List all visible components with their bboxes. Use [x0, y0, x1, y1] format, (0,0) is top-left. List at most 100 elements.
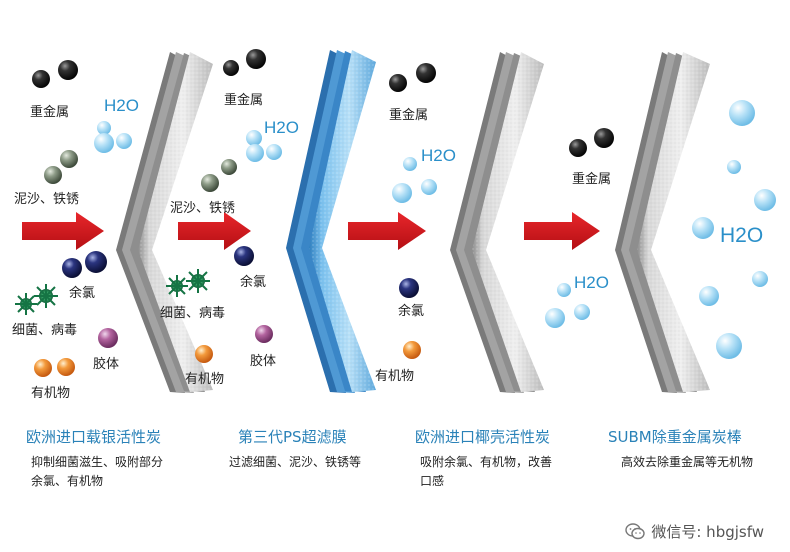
- label-colloid: 胶体: [93, 357, 120, 372]
- bacteria-icon: [166, 275, 188, 297]
- sand-rust-particle: [201, 174, 219, 192]
- label-heavy-metal: 重金属: [572, 172, 612, 187]
- flow-arrow: [178, 212, 251, 250]
- label-sand-rust: 泥沙、铁锈: [170, 201, 236, 216]
- water-droplet: [421, 179, 437, 195]
- water-droplet: [403, 157, 417, 171]
- sand-rust-particle: [44, 166, 62, 184]
- label-h2o: H2O: [264, 118, 299, 137]
- heavy-metal-particle: [389, 74, 407, 92]
- water-droplet: [729, 100, 755, 126]
- label-heavy-metal: 重金属: [389, 108, 429, 123]
- stage-title: SUBM除重金属炭棒: [608, 428, 742, 446]
- filter-texture: [637, 52, 710, 392]
- bacteria-icon: [34, 284, 58, 308]
- stage-description-line: 吸附余氯、有机物，改善: [420, 455, 553, 469]
- label-chlorine: 余氯: [240, 275, 267, 290]
- wechat-icon: [625, 523, 646, 540]
- label-bacteria: 细菌、病毒: [12, 323, 78, 338]
- water-droplet: [94, 133, 114, 153]
- sand-rust-particle: [60, 150, 78, 168]
- label-colloid: 胶体: [250, 354, 277, 369]
- sand-rust-particle: [221, 159, 237, 175]
- water-droplet: [116, 133, 132, 149]
- label-chlorine: 余氯: [398, 304, 425, 319]
- colloid-particle: [98, 328, 118, 348]
- organic-particle: [195, 345, 213, 363]
- filter-layer: [122, 52, 194, 393]
- chlorine-particle: [399, 278, 419, 298]
- label-organic: 有机物: [31, 386, 71, 401]
- label-h2o: H2O: [104, 96, 139, 115]
- heavy-metal-particle: [416, 63, 436, 83]
- filter-layer: [293, 50, 355, 393]
- water-droplet: [574, 304, 590, 320]
- water-droplet: [246, 144, 264, 162]
- stage-title: 第三代PS超滤膜: [238, 428, 347, 446]
- label-sand-rust: 泥沙、铁锈: [14, 192, 80, 207]
- heavy-metal-particle: [58, 60, 78, 80]
- water-droplet: [716, 333, 742, 359]
- water-droplet: [699, 286, 719, 306]
- organic-particle: [403, 341, 421, 359]
- wechat-id-text: 微信号: hbgjsfw: [651, 523, 764, 541]
- heavy-metal-particle: [569, 139, 587, 157]
- chlorine-particle: [85, 251, 107, 273]
- stage-title: 欧洲进口载银活性炭: [26, 428, 162, 446]
- filter-layer: [621, 52, 686, 393]
- filter-texture: [309, 50, 376, 392]
- heavy-metal-particle: [32, 70, 50, 88]
- stage-description-line: 抑制细菌滋生、吸附部分: [31, 455, 164, 469]
- water-droplet: [545, 308, 565, 328]
- filter-subm-rod: [615, 52, 710, 393]
- water-droplet: [266, 144, 282, 160]
- wechat-watermark: 微信号: hbgjsfw: [625, 521, 764, 542]
- label-h2o: H2O: [574, 273, 609, 292]
- flow-arrow: [524, 212, 600, 250]
- filter-layer: [456, 52, 524, 393]
- label-chlorine: 余氯: [69, 286, 96, 301]
- water-droplet: [557, 283, 571, 297]
- stage-description-line: 余氯、有机物: [31, 474, 104, 488]
- flow-arrow: [22, 212, 104, 250]
- water-droplet: [727, 160, 741, 174]
- stage-description-line: 高效去除重金属等无机物: [621, 455, 754, 469]
- heavy-metal-particle: [223, 60, 239, 76]
- label-heavy-metal: 重金属: [224, 93, 264, 108]
- stage-description: 高效去除重金属等无机物: [621, 453, 753, 472]
- label-h2o: H2O: [421, 146, 456, 165]
- filter-carbon-silver: [116, 52, 213, 393]
- chlorine-particle: [234, 246, 254, 266]
- label-bacteria: 细菌、病毒: [160, 306, 226, 321]
- filter-coconut-carbon: [450, 52, 544, 393]
- filter-texture: [472, 52, 544, 392]
- filter-texture: [138, 52, 213, 392]
- flow-arrow: [348, 212, 426, 250]
- water-droplet: [246, 130, 262, 146]
- chlorine-particle: [62, 258, 82, 278]
- organic-particle: [57, 358, 75, 376]
- label-h2o-large: H2O: [720, 224, 764, 247]
- water-droplet: [97, 121, 111, 135]
- water-droplet: [754, 189, 776, 211]
- stage-title: 欧洲进口椰壳活性炭: [415, 428, 551, 446]
- stage-description: 吸附余氯、有机物，改善 口感: [420, 453, 552, 491]
- stage-description: 过滤细菌、泥沙、铁锈等: [229, 453, 361, 472]
- water-droplet: [752, 271, 768, 287]
- label-heavy-metal: 重金属: [30, 105, 70, 120]
- bacteria-icon: [186, 269, 210, 293]
- label-organic: 有机物: [185, 372, 225, 387]
- heavy-metal-particle: [246, 49, 266, 69]
- heavy-metal-particle: [594, 128, 614, 148]
- colloid-particle: [255, 325, 273, 343]
- filter-layer: [286, 50, 346, 393]
- water-droplet: [392, 183, 412, 203]
- stage-description: 抑制细菌滋生、吸附部分 余氯、有机物: [31, 453, 163, 491]
- stage-description-line: 口感: [420, 474, 445, 488]
- label-organic: 有机物: [375, 369, 415, 384]
- organic-particle: [34, 359, 52, 377]
- water-droplet: [692, 217, 714, 239]
- stage-description-line: 过滤细菌、泥沙、铁锈等: [229, 455, 362, 469]
- filter-ps-membrane: [286, 50, 376, 393]
- bacteria-icon: [15, 293, 37, 315]
